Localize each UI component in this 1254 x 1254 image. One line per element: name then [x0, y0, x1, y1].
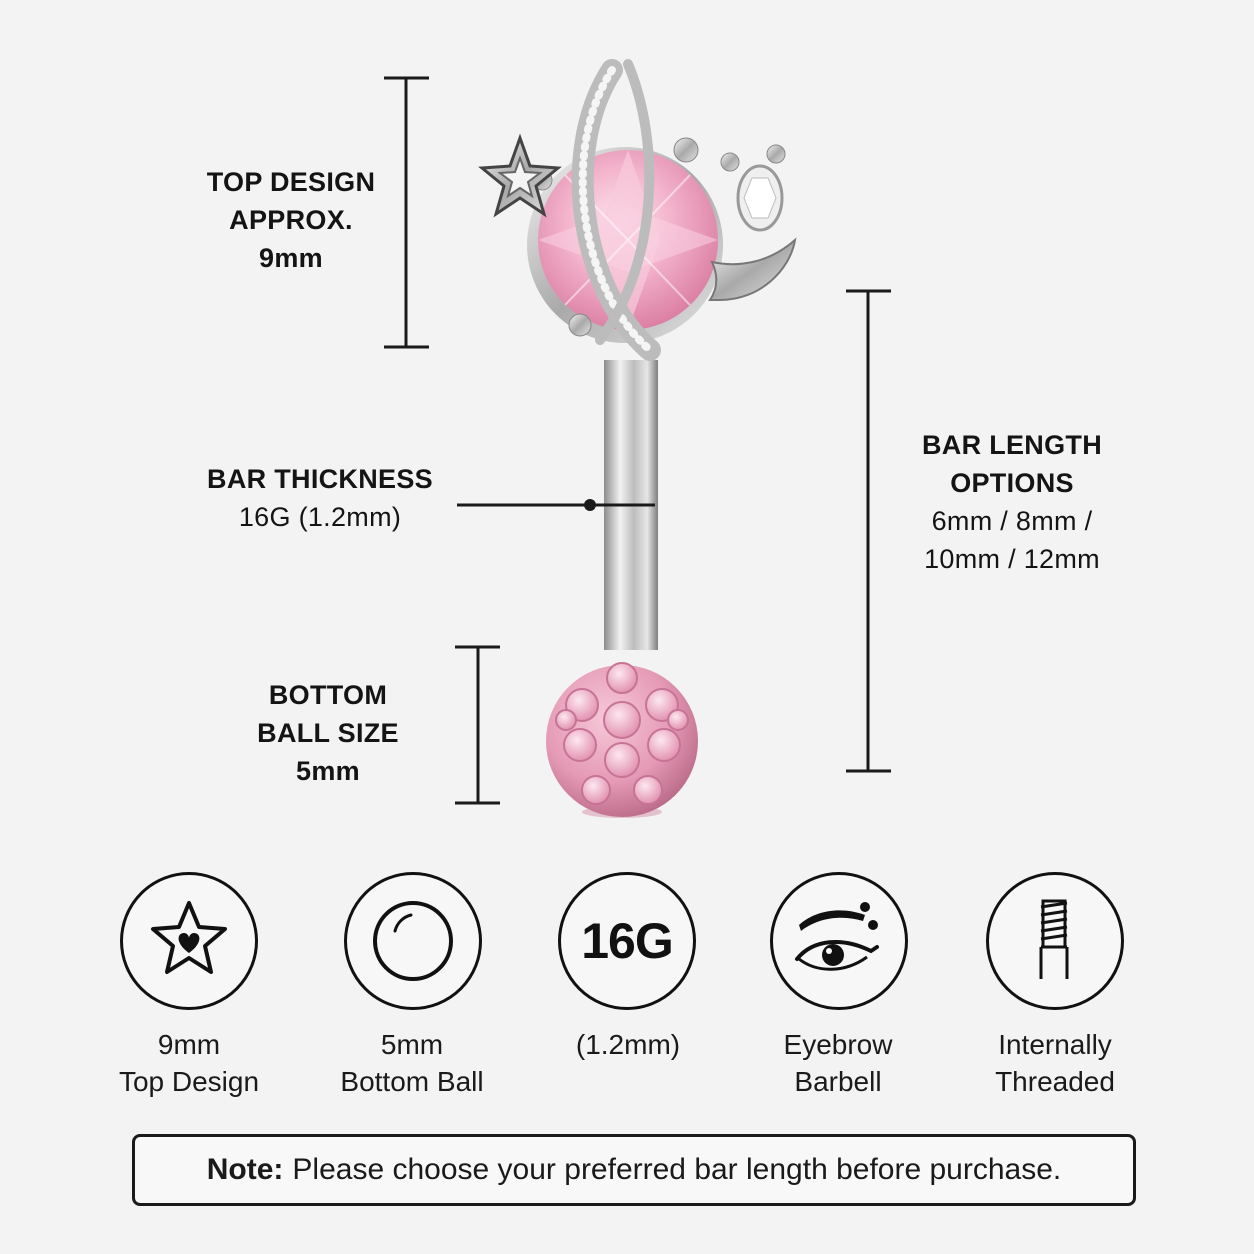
bar-thickness-label: BAR THICKNESS 16G (1.2mm) — [207, 464, 433, 532]
top-design — [478, 59, 797, 361]
feature-label-top-design: 9mm Top Design — [118, 1029, 260, 1097]
bottom-ball-label: BOTTOM BALL SIZE 5mm — [257, 680, 399, 786]
feature-ball — [344, 872, 482, 1010]
feature-label-bottom-ball: 5mm Bottom Ball — [340, 1029, 484, 1097]
star-heart-icon — [151, 901, 227, 974]
gauge-icon: 16G — [581, 913, 674, 969]
bar-length-dimension-line — [846, 289, 891, 773]
note-prefix: Note: — [206, 1153, 284, 1186]
top-design-label: TOP DESIGN APPROX. 9mm — [206, 167, 376, 273]
ball-icon — [373, 901, 453, 981]
feature-label-thread: Internally Threaded — [995, 1029, 1115, 1097]
purchase-note: Note: Please choose your preferred bar l… — [132, 1134, 1136, 1206]
feature-label-gauge: (1.2mm) — [575, 1029, 681, 1060]
eyebrow-icon — [795, 902, 879, 971]
feature-gauge: 16G — [558, 872, 696, 1010]
note-text: Please choose your preferred bar length … — [292, 1153, 1062, 1186]
thread-icon — [1039, 899, 1069, 979]
feature-eyebrow — [770, 872, 908, 1010]
top-design-dimension-line — [384, 76, 429, 349]
bar-thickness-pointer — [457, 499, 655, 511]
feature-thread — [986, 872, 1124, 1010]
product-illustration — [384, 59, 891, 818]
bottom-ball-dimension-line — [455, 645, 500, 805]
bar-length-label: BAR LENGTH OPTIONS 6mm / 8mm / 10mm / 12… — [922, 430, 1102, 574]
bottom-ball — [546, 662, 698, 818]
feature-star-heart — [120, 872, 258, 1010]
feature-label-eyebrow: Eyebrow Barbell — [783, 1029, 893, 1097]
